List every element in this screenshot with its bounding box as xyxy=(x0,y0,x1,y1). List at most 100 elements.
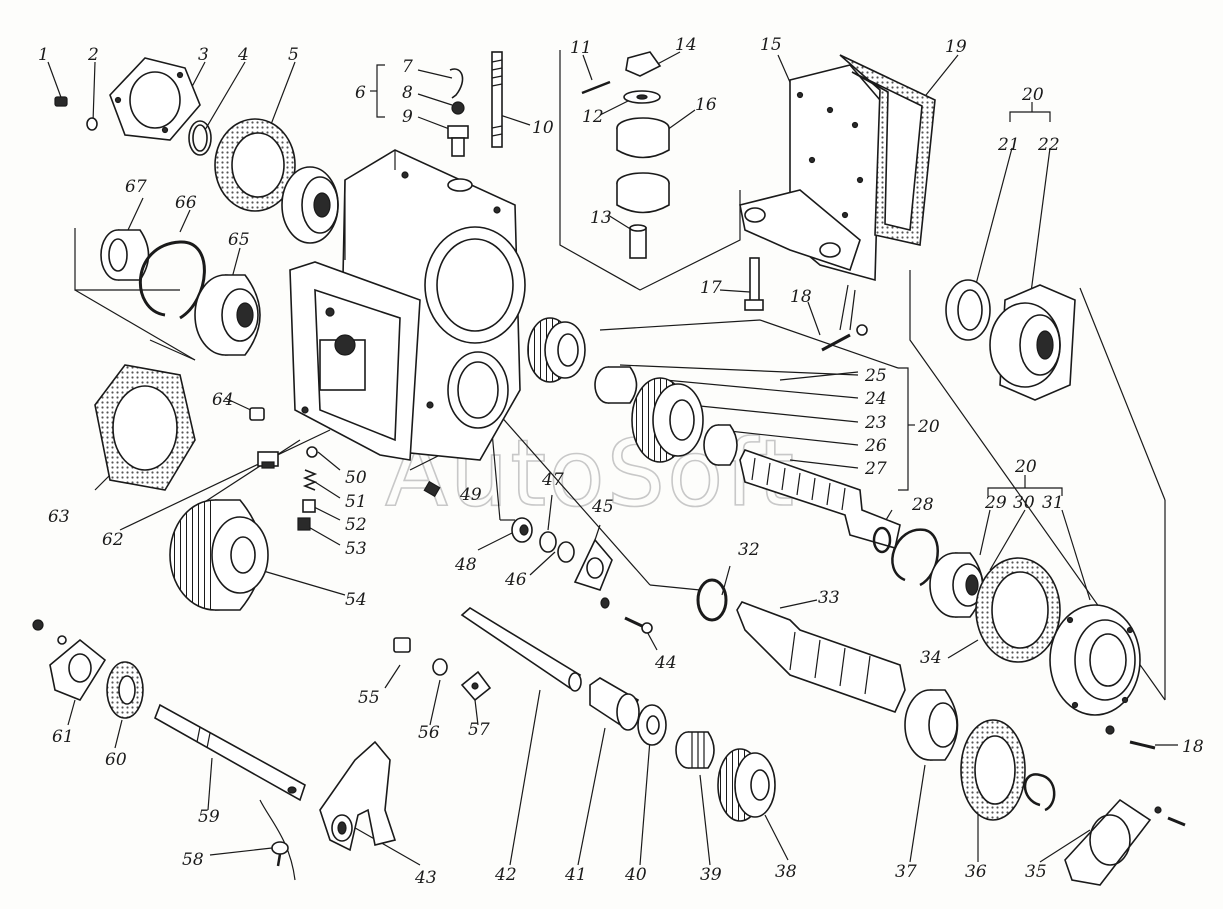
part-23-gear xyxy=(631,377,704,463)
part-22-flange xyxy=(989,284,1076,401)
part-44-bolt xyxy=(600,597,653,634)
label-32: 32 xyxy=(738,540,760,560)
label-53: 53 xyxy=(345,539,367,559)
label-61: 61 xyxy=(52,727,74,747)
label-62: 62 xyxy=(102,530,124,550)
part-55-bolt xyxy=(393,637,411,653)
label-5: 5 xyxy=(288,45,299,65)
part-27-splined-shaft xyxy=(739,449,901,550)
part-18-bolt-lower xyxy=(1105,725,1156,750)
part-30-bearing xyxy=(929,552,984,618)
label-31: 31 xyxy=(1042,493,1064,513)
part-52-sleeve xyxy=(302,499,316,513)
part-4-retaining-ring xyxy=(188,120,212,156)
label-44: 44 xyxy=(654,653,677,673)
part-10-stud xyxy=(491,51,503,148)
label-47: 47 xyxy=(541,470,564,490)
part-33-output-shaft xyxy=(736,601,906,713)
label-51: 51 xyxy=(345,492,367,512)
part-34-gasket xyxy=(975,557,1061,663)
label-48: 48 xyxy=(454,555,477,575)
label-18-lower: 18 xyxy=(1182,737,1204,757)
part-32-ring xyxy=(696,578,728,622)
label-52: 52 xyxy=(345,515,367,535)
label-12: 12 xyxy=(582,107,604,127)
label-54: 54 xyxy=(345,590,367,610)
label-65: 65 xyxy=(228,230,250,250)
label-15: 15 xyxy=(760,35,782,55)
label-63: 63 xyxy=(48,507,70,527)
label-22: 22 xyxy=(1037,135,1060,155)
label-11: 11 xyxy=(570,38,592,58)
label-66: 66 xyxy=(175,193,197,213)
label-35: 35 xyxy=(1025,862,1047,882)
part-45-flange xyxy=(573,538,613,591)
part-12-washer xyxy=(623,90,661,104)
part-48-seal xyxy=(511,517,533,543)
label-40: 40 xyxy=(624,865,647,885)
part-53-plug xyxy=(297,517,311,531)
label-3: 3 xyxy=(198,45,209,65)
part-39-roller-bearing xyxy=(675,731,715,769)
part-54-gear xyxy=(169,499,269,611)
part-56-washer xyxy=(432,658,448,676)
part-50-ball xyxy=(306,446,318,458)
label-36: 36 xyxy=(965,862,987,882)
label-20-top-right: 20 xyxy=(1021,85,1044,105)
label-21: 21 xyxy=(997,135,1020,155)
label-26: 26 xyxy=(864,436,887,456)
label-23: 23 xyxy=(864,413,887,433)
part-67-bushing xyxy=(100,229,150,281)
part-24-bushing xyxy=(594,366,638,404)
part-64-plug xyxy=(249,407,265,421)
part-21-oil-seal xyxy=(945,279,991,341)
label-33: 33 xyxy=(818,588,840,608)
part-49-pin xyxy=(423,480,441,498)
part-43-shift-fork xyxy=(319,740,397,852)
part-15-mounting-bracket xyxy=(739,64,881,282)
part-60-gasket xyxy=(106,661,144,719)
part-63-gasket xyxy=(94,364,196,491)
label-64: 64 xyxy=(212,390,234,410)
part-19-gasket xyxy=(839,54,936,246)
part-2-washer xyxy=(86,117,98,131)
label-20-lower-right: 20 xyxy=(1014,457,1037,477)
part-58-screw xyxy=(271,841,289,867)
part-38-gear xyxy=(717,748,776,822)
label-50: 50 xyxy=(345,468,367,488)
part-40-washer xyxy=(637,704,667,746)
label-39: 39 xyxy=(700,865,722,885)
part-gearbox-housing xyxy=(289,149,526,461)
part-41-bushing xyxy=(589,677,640,731)
part-46-ring xyxy=(557,541,575,563)
label-13: 13 xyxy=(590,208,612,228)
label-41: 41 xyxy=(564,865,587,885)
label-19: 19 xyxy=(945,37,967,57)
label-27: 27 xyxy=(864,459,887,479)
part-5-gasket xyxy=(214,118,296,212)
part-3-cover-plate xyxy=(109,57,201,141)
label-24: 24 xyxy=(864,389,887,409)
label-58: 58 xyxy=(182,850,204,870)
label-2: 2 xyxy=(87,45,99,65)
part-37-bearing xyxy=(904,689,959,761)
part-57-lock-plate xyxy=(460,670,492,702)
label-43: 43 xyxy=(414,868,437,888)
part-18-bolt-upper xyxy=(821,324,868,352)
label-46: 46 xyxy=(504,570,527,590)
part-13-bushing xyxy=(629,224,647,259)
label-60: 60 xyxy=(105,750,127,770)
label-59: 59 xyxy=(198,807,220,827)
label-56: 56 xyxy=(418,723,440,743)
part-number-labels: 1 2 3 4 5 6 7 8 9 10 11 12 13 14 15 16 1… xyxy=(38,35,1204,888)
label-8: 8 xyxy=(402,83,413,103)
label-57: 57 xyxy=(468,720,490,740)
label-29: 29 xyxy=(984,493,1007,513)
label-1: 1 xyxy=(38,45,49,65)
part-35-cover xyxy=(1064,798,1186,886)
part-61-flange xyxy=(32,619,107,701)
part-28-ring xyxy=(872,526,892,554)
label-20-middle: 20 xyxy=(917,417,940,437)
label-49: 49 xyxy=(459,485,482,505)
